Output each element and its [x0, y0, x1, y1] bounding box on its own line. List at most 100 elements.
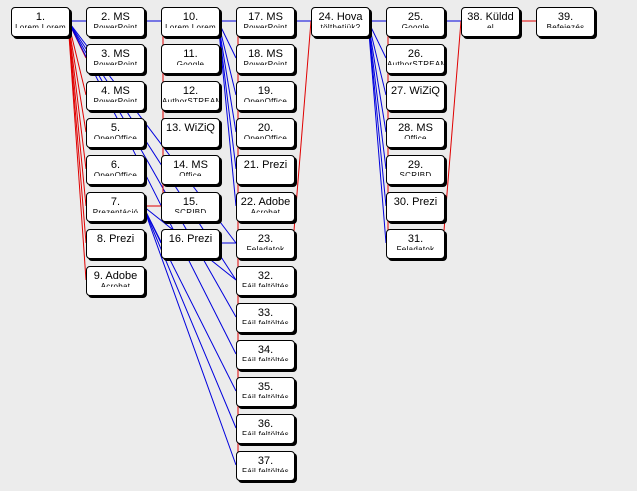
node-11[interactable]: 11.Google [161, 44, 220, 74]
node-subtitle: SCRIBD [399, 171, 432, 176]
node-subtitle: Fájl feltöltés [242, 393, 289, 398]
node-subtitle [87, 245, 144, 250]
node-27[interactable]: 27. WiZiQ [386, 81, 445, 111]
node-subtitle: PowerPoint [93, 60, 138, 65]
node-7[interactable]: 7.Prezentáció [86, 192, 145, 222]
edge-n1-n5 [67, 20, 87, 133]
node-title: 29. [407, 159, 424, 171]
edge-n1-n9 [67, 20, 87, 281]
node-title: 1. [35, 11, 46, 23]
node-title: 34. [257, 344, 274, 356]
node-subtitle: OpenOffice [243, 134, 288, 139]
node-8[interactable]: 8. Prezi [86, 229, 145, 259]
node-32[interactable]: 32.Fájl feltöltés [236, 266, 295, 296]
edge-n24-n29 [367, 20, 387, 170]
node-35[interactable]: 35.Fájl feltöltés [236, 377, 295, 407]
node-25[interactable]: 25.Google [386, 7, 445, 37]
node-21[interactable]: 21. Prezi [236, 155, 295, 185]
node-10[interactable]: 10.Lorem Lorem [161, 7, 220, 37]
node-30[interactable]: 30. Prezi [386, 192, 445, 222]
node-title: 15. [182, 196, 199, 208]
node-subtitle: Acrobat [250, 208, 281, 213]
edge-n7-n37 [142, 205, 237, 466]
node-subtitle: Office [404, 134, 427, 139]
node-33[interactable]: 33.Fájl feltöltés [236, 303, 295, 333]
edge-n24-n26 [367, 20, 387, 59]
node-title: 19. [257, 85, 274, 97]
node-subtitle: Feladatok [246, 245, 285, 250]
node-23[interactable]: 23.Feladatok [236, 229, 295, 259]
edge-n31-n38 [442, 20, 462, 244]
node-6[interactable]: 6.OpenOffice [86, 155, 145, 185]
node-5[interactable]: 5.OpenOffice [86, 118, 145, 148]
edge-n1-n34 [67, 20, 237, 355]
node-12[interactable]: 12.AuthorSTREAM [161, 81, 220, 111]
node-subtitle: Office [179, 171, 202, 176]
node-subtitle [237, 171, 294, 176]
edge-n10-n22 [217, 20, 237, 207]
node-subtitle: PowerPoint [243, 23, 288, 28]
node-subtitle: OpenOffice [243, 97, 288, 102]
node-subtitle: PowerPoint [93, 23, 138, 28]
node-subtitle: tölthetjük? [320, 23, 361, 28]
node-title: 2. MS [101, 11, 130, 23]
node-title: 25. [407, 11, 424, 23]
edge-n24-n31 [367, 20, 387, 244]
node-1[interactable]: 1.Lorem Lorem [11, 7, 70, 37]
node-15[interactable]: 15.SCRIBD [161, 192, 220, 222]
node-29[interactable]: 29.SCRIBD [386, 155, 445, 185]
node-title: 18. MS [248, 48, 283, 60]
node-subtitle: Prezentáció [92, 208, 139, 213]
node-34[interactable]: 34.Fájl feltöltés [236, 340, 295, 370]
node-title: 11. [183, 48, 198, 60]
node-title: 38. Küldd [467, 11, 514, 23]
node-subtitle: AuthorSTREAM [387, 60, 444, 65]
node-subtitle: PowerPoint [93, 97, 138, 102]
node-16[interactable]: 16. Prezi [161, 229, 220, 259]
node-title: 37. [257, 455, 274, 467]
node-title: 32. [257, 270, 274, 282]
node-26[interactable]: 26.AuthorSTREAM [386, 44, 445, 74]
node-subtitle: Fájl feltöltés [242, 356, 289, 361]
node-title: 21. Prezi [243, 159, 288, 171]
node-title: 9. Adobe [93, 270, 138, 282]
node-subtitle [162, 245, 219, 250]
edge-n10-n18 [217, 20, 237, 59]
edge-n23-n24 [292, 20, 312, 244]
node-13[interactable]: 13. WiZiQ [161, 118, 220, 148]
node-title: 39. [557, 11, 574, 23]
node-title: 5. [110, 122, 121, 134]
node-title: 20. [257, 122, 274, 134]
node-31[interactable]: 31.Feladatok [386, 229, 445, 259]
edge-n10-n21 [217, 20, 237, 170]
node-subtitle: AuthorSTREAM [162, 97, 219, 102]
node-title: 12. [182, 85, 199, 97]
node-39[interactable]: 39.Befejezés [536, 7, 595, 37]
node-37[interactable]: 37.Fájl feltöltés [236, 451, 295, 481]
node-20[interactable]: 20.OpenOffice [236, 118, 295, 148]
node-title: 24. Hova [318, 11, 363, 23]
node-subtitle: SCRIBD [174, 208, 207, 213]
edge-n24-n28 [367, 20, 387, 133]
edge-n1-n6 [67, 20, 87, 170]
node-subtitle: Feladatok [396, 245, 435, 250]
node-title: 23. [257, 233, 274, 245]
edge-n7-n36 [142, 205, 237, 429]
node-subtitle: Fájl feltöltés [242, 430, 289, 435]
node-subtitle: Fájl feltöltés [242, 282, 289, 287]
node-19[interactable]: 19.OpenOffice [236, 81, 295, 111]
edge-n10-n20 [217, 20, 237, 133]
node-36[interactable]: 36.Fájl feltöltés [236, 414, 295, 444]
